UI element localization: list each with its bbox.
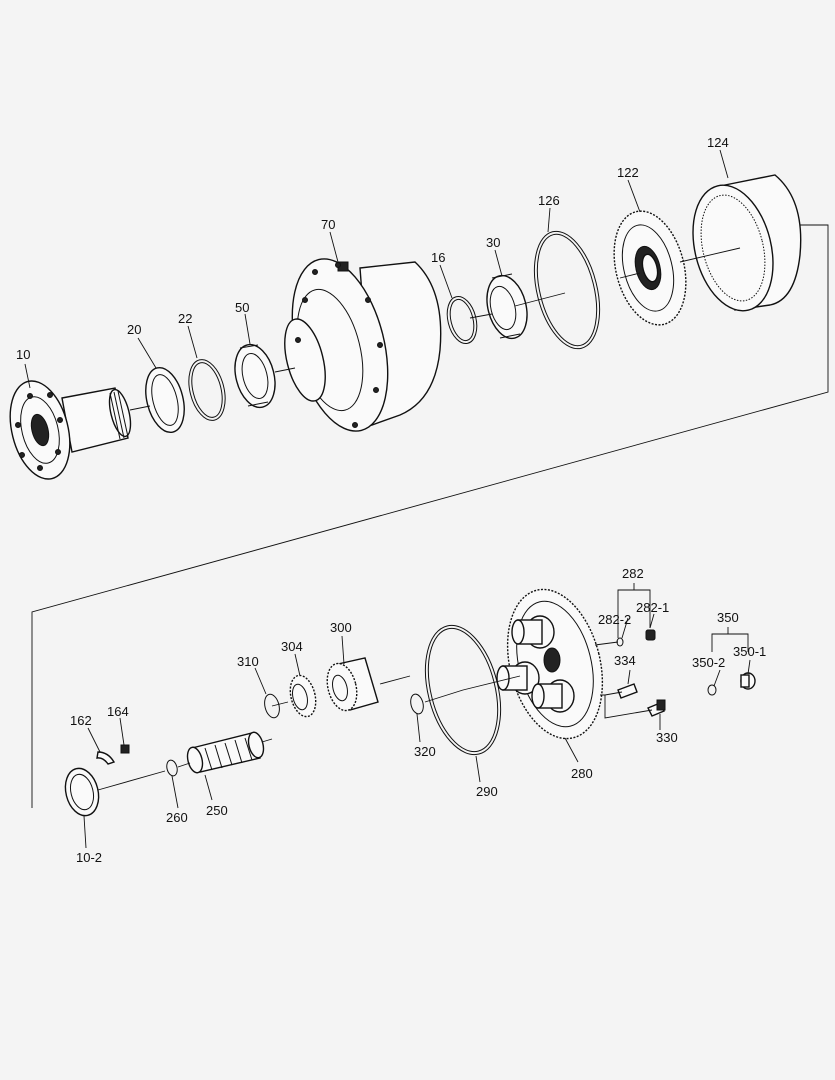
label-350-2: 350-2 [692, 655, 725, 670]
label-164: 164 [107, 704, 129, 719]
part-162-clip [96, 751, 116, 765]
label-304: 304 [281, 639, 303, 654]
label-330: 330 [656, 730, 678, 745]
part-330-bolt [647, 699, 666, 717]
part-300-gear [326, 657, 379, 712]
label-16: 16 [431, 250, 445, 265]
label-282-1: 282-1 [636, 600, 669, 615]
part-126-large-o-ring [533, 230, 601, 350]
label-20: 20 [127, 322, 141, 337]
leader-lines [24, 149, 751, 849]
label-350-1: 350-1 [733, 644, 766, 659]
label-260: 260 [166, 810, 188, 825]
bracket-282 [617, 583, 651, 638]
label-250: 250 [206, 803, 228, 818]
part-164-screw [120, 744, 130, 754]
label-334: 334 [614, 653, 636, 668]
label-282-2: 282-2 [598, 612, 631, 627]
part-10-2-ring [64, 767, 100, 817]
label-310: 310 [237, 654, 259, 669]
label-22: 22 [178, 311, 192, 326]
part-22-ring [188, 359, 226, 421]
label-282: 282 [622, 566, 644, 581]
part-124-ring-gear [692, 174, 802, 312]
part-122-ring-gear-carrier [613, 210, 687, 326]
label-320: 320 [414, 744, 436, 759]
bracket-350 [711, 627, 749, 652]
part-30-bearing [486, 273, 528, 340]
part-280-planet-carrier [496, 588, 604, 740]
part-16-o-ring [446, 295, 478, 345]
assembly-frame-line [31, 224, 829, 808]
part-320-ring [410, 693, 424, 715]
part-10-flange-shaft [9, 380, 132, 480]
label-30: 30 [486, 235, 500, 250]
label-280: 280 [571, 766, 593, 781]
label-126: 126 [538, 193, 560, 208]
label-300: 300 [330, 620, 352, 635]
label-162: 162 [70, 713, 92, 728]
bracket-280-bolts [594, 641, 653, 719]
part-20-seal-ring [145, 366, 185, 434]
label-50: 50 [235, 300, 249, 315]
part-250-splined-shaft [186, 731, 265, 774]
upper-axis-line [129, 247, 741, 411]
label-290: 290 [476, 784, 498, 799]
label-350: 350 [717, 610, 739, 625]
part-304-bearing [289, 674, 317, 718]
part-70-hub-housing [284, 258, 442, 432]
label-124: 124 [707, 135, 729, 150]
label-70: 70 [321, 217, 335, 232]
part-260-snap-ring [166, 759, 178, 777]
label-10: 10 [16, 347, 30, 362]
part-282-1-plug [645, 629, 656, 641]
part-334-bolt [617, 683, 638, 699]
lower-axis-line [97, 675, 521, 791]
label-10-2: 10-2 [76, 850, 102, 865]
part-350-2-o-ring [707, 684, 717, 696]
part-350-1-plug [740, 672, 756, 690]
label-122: 122 [617, 165, 639, 180]
part-50-bearing [234, 343, 276, 409]
